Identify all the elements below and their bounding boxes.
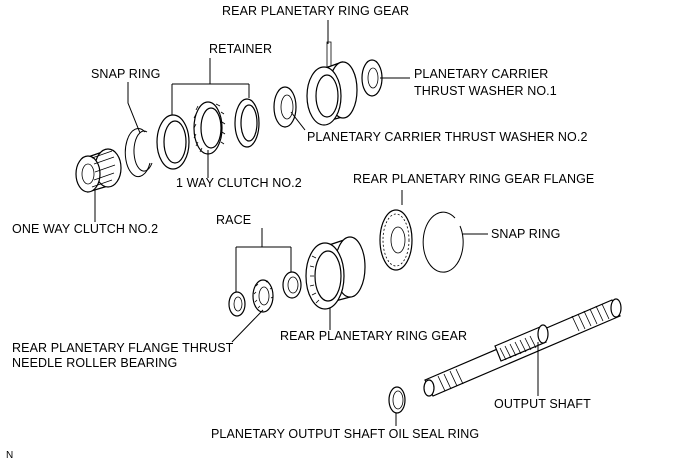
output-shaft-part (423, 298, 622, 397)
one-way-clutch-no2-gear-part (193, 101, 226, 155)
label-thrust-washer-no1-line2: THRUST WASHER NO.1 (414, 84, 557, 98)
label-rear-planetary-ring-gear-bottom: REAR PLANETARY RING GEAR (280, 329, 468, 343)
race-left-part (228, 291, 246, 317)
needle-roller-bearing-part (252, 279, 274, 313)
label-snap-ring-bottom: SNAP RING (491, 227, 561, 241)
label-race: RACE (216, 213, 252, 227)
leader-lines (94, 20, 539, 426)
leader-thrust-washer-no2 (290, 111, 306, 131)
leader-retainer-bracket (171, 58, 250, 115)
label-oil-seal-ring: PLANETARY OUTPUT SHAFT OIL SEAL RING (211, 427, 480, 441)
ring-gear-flange-part (379, 209, 413, 271)
snap-ring-top-part (124, 128, 153, 178)
label-retainer: RETAINER (209, 42, 273, 56)
leader-needle-bearing (231, 309, 264, 343)
label-output-shaft: OUTPUT SHAFT (494, 397, 591, 411)
thrust-washer-no2-part (273, 86, 297, 128)
rear-planetary-ring-gear-bottom-part (305, 236, 366, 310)
label-thrust-washer-no1-line1: PLANETARY CARRIER (414, 67, 549, 81)
rear-planetary-ring-gear-top-part (306, 41, 358, 126)
label-flange-thrust-bearing-line1: REAR PLANETARY FLANGE THRUST (12, 341, 234, 355)
one-way-clutch-no2-part (75, 148, 122, 193)
label-ring-gear-flange: REAR PLANETARY RING GEAR FLANGE (353, 172, 595, 186)
thrust-washer-no1-part (361, 59, 383, 97)
label-rear-planetary-ring-gear-top: REAR PLANETARY RING GEAR (222, 4, 410, 18)
oil-seal-ring-part (388, 386, 406, 414)
label-flange-thrust-bearing-line2: NEEDLE ROLLER BEARING (12, 356, 178, 370)
retainer-left-part (156, 114, 190, 170)
label-snap-ring-top: SNAP RING (91, 67, 161, 81)
label-thrust-washer-no2: PLANETARY CARRIER THRUST WASHER NO.2 (307, 130, 588, 144)
label-one-way-clutch-no2-gear: 1 WAY CLUTCH NO.2 (176, 176, 302, 190)
corner-mark: N (6, 450, 14, 461)
race-right-part (282, 271, 302, 299)
snap-ring-bottom-part (422, 211, 464, 273)
label-one-way-clutch-no2: ONE WAY CLUTCH NO.2 (12, 222, 159, 236)
leader-snap-ring-top (127, 82, 141, 134)
leader-race-bracket (235, 228, 292, 292)
retainer-right-part (234, 98, 260, 148)
